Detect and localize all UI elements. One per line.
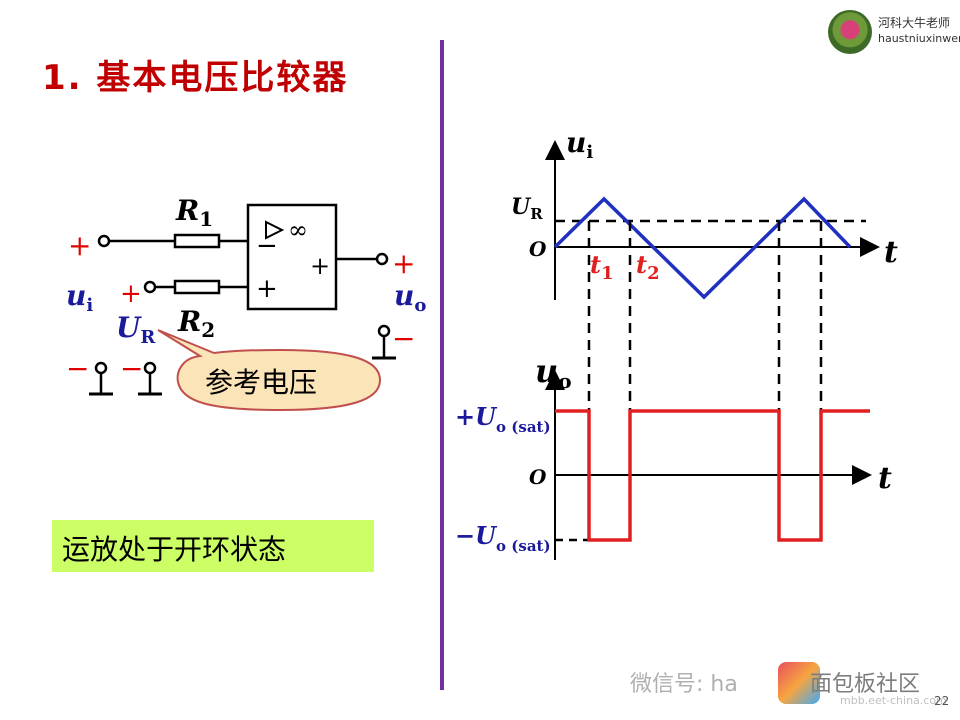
opamp-infinity: ∞	[288, 216, 308, 244]
ur-axis-label: UR	[511, 194, 543, 223]
r2-label: R2	[177, 305, 215, 342]
ur-minus-sign: −	[120, 352, 143, 385]
page-number: 22	[934, 694, 950, 708]
input-triangle-wave	[553, 196, 852, 300]
opamp-body	[246, 203, 338, 311]
ui-plus-sign: +	[68, 229, 91, 262]
uo-plus-sign: +	[392, 247, 415, 280]
bottom-t-label: t	[878, 461, 892, 496]
neg-sat-label: −Uo (sat)	[455, 521, 551, 555]
note-text: 运放处于开环状态	[62, 533, 287, 566]
slide-title: 1. 基本电压比较器	[42, 58, 349, 98]
ui-label: ui	[66, 279, 93, 316]
brand-handle: haustniuxinwen	[878, 32, 960, 45]
watermark-logo-icon	[778, 662, 820, 704]
callout-text: 参考电压	[205, 366, 317, 399]
uo-axis-label: uo	[535, 352, 572, 393]
pos-sat-label: +Uo (sat)	[455, 402, 551, 436]
bottom-origin-label: O	[529, 465, 547, 489]
opamp-output-sign: +	[310, 252, 330, 280]
vertical-divider	[440, 40, 444, 690]
brand-logo-icon	[828, 10, 872, 54]
uo-minus-sign: −	[392, 322, 415, 355]
r1-label: R1	[175, 194, 213, 231]
uo-terminal	[375, 252, 389, 266]
watermark-text: 微信号: ha	[630, 672, 738, 697]
ur-label: UR	[116, 311, 156, 348]
callout-bubble	[157, 329, 382, 412]
watermark-community: 面包板社区	[810, 672, 921, 697]
brand-name: 河科大牛老师	[878, 16, 951, 30]
watermark-url: mbb.eet-china.com	[840, 694, 947, 707]
t1-label: t1	[590, 250, 614, 284]
t2-label: t2	[636, 250, 660, 284]
output-square-wave	[555, 409, 870, 542]
top-origin-label: O	[529, 237, 547, 261]
top-t-label: t	[884, 235, 898, 270]
uo-label: uo	[394, 279, 426, 316]
ur-plus-sign: +	[120, 279, 142, 309]
opamp-triangle-icon	[265, 220, 285, 240]
opamp-inverting-sign: −	[256, 231, 278, 261]
ui-minus-sign: −	[66, 352, 89, 385]
opamp-noninverting-sign: +	[256, 274, 278, 304]
ui-axis-label: ui	[566, 126, 593, 163]
comparator-circuit: ∞ − + + R1 R2 + ui + UR + uo	[66, 194, 426, 412]
note-box: 运放处于开环状态	[52, 520, 374, 572]
